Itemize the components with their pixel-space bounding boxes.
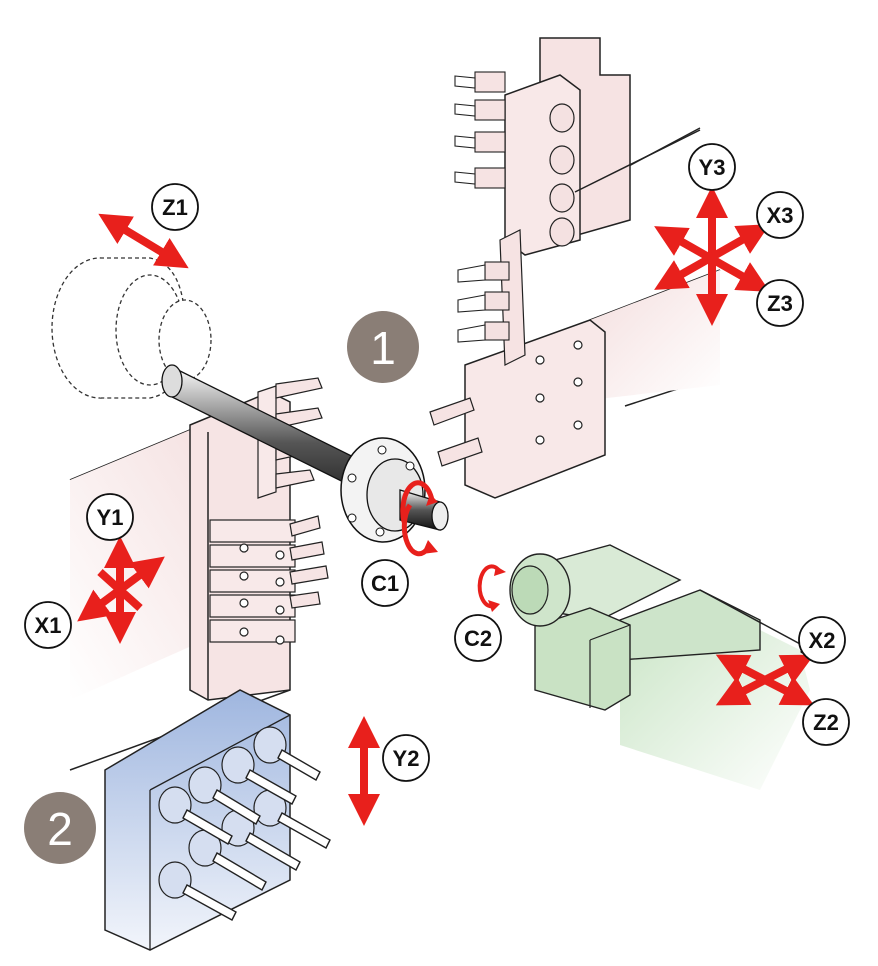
gang-tool-block bbox=[104, 689, 331, 951]
z1-arrow bbox=[98, 213, 189, 269]
axis-arrows bbox=[77, 186, 815, 826]
right-lower-turret bbox=[429, 229, 720, 499]
x2-label: X2 bbox=[809, 628, 836, 653]
axis-label-circles bbox=[24, 143, 850, 782]
z3-arrow bbox=[654, 226, 770, 292]
station-badge-2: 2 bbox=[24, 792, 96, 864]
station-number-2: 2 bbox=[47, 803, 73, 855]
y2-label: Y2 bbox=[393, 746, 420, 771]
c2-label: C2 bbox=[464, 626, 492, 651]
c2-rotation-arrow bbox=[477, 564, 502, 609]
y1-label: Y1 bbox=[97, 505, 124, 530]
x1-label: X1 bbox=[35, 613, 62, 638]
c1-arrowhead bbox=[422, 540, 438, 554]
station-badge-1: 1 bbox=[347, 311, 419, 383]
left-turret bbox=[70, 377, 329, 701]
x3-label: X3 bbox=[767, 203, 794, 228]
station-number-1: 1 bbox=[370, 322, 396, 374]
sub-spindle bbox=[509, 544, 816, 790]
z2-label: Z2 bbox=[813, 710, 839, 735]
z2-arrow bbox=[715, 654, 815, 706]
z3-label: Z3 bbox=[767, 291, 793, 316]
y3-label: Y3 bbox=[699, 155, 726, 180]
chuck-flange bbox=[340, 437, 449, 543]
z1-label: Z1 bbox=[162, 195, 188, 220]
right-upper-turret bbox=[454, 37, 701, 256]
c1-label: C1 bbox=[371, 571, 399, 596]
